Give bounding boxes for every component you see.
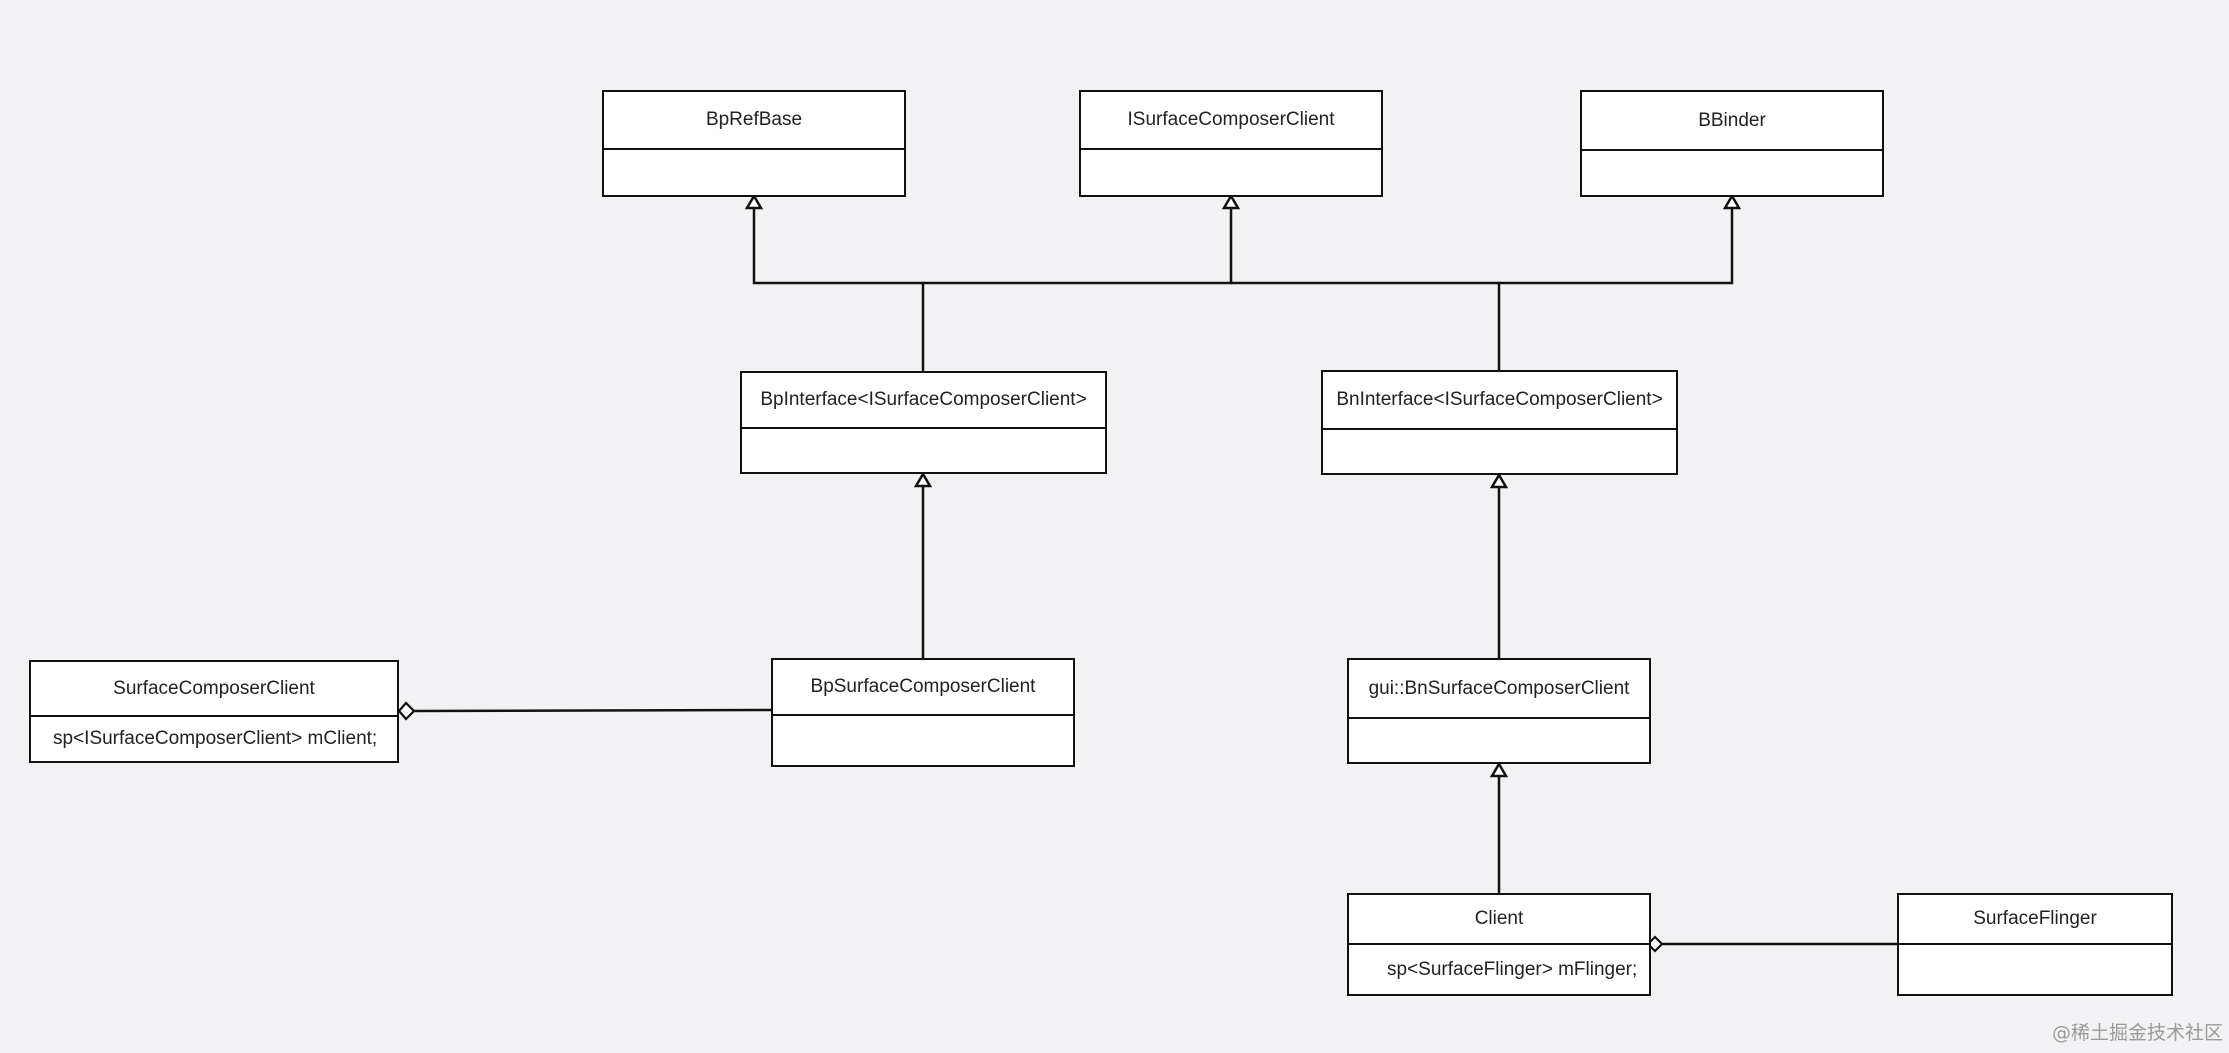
class-surfacecomposerclient[interactable]: SurfaceComposerClient sp<ISurfaceCompose… (29, 660, 399, 763)
generalization-arrowhead (1489, 761, 1509, 778)
class-name: BpRefBase (604, 92, 904, 150)
watermark: @稀土掘金技术社区 (2051, 1022, 2223, 1044)
class-name: BpInterface<ISurfaceComposerClient> (742, 373, 1105, 429)
class-name: ISurfaceComposerClient (1081, 92, 1381, 150)
class-attributes (1349, 719, 1649, 762)
edge-bninterface-to-bbinder (1499, 207, 1734, 285)
generalization-arrowhead (1722, 193, 1742, 210)
edge-bpinterface-to-isurfacecomposerclient (923, 207, 1233, 285)
class-attributes (1899, 945, 2171, 994)
class-attributes (604, 150, 904, 195)
class-isurfacecomposerclient[interactable]: ISurfaceComposerClient (1079, 90, 1383, 197)
aggregation-diamond (397, 701, 416, 721)
generalization-arrowhead (1489, 472, 1509, 489)
class-attributes (1582, 151, 1882, 195)
class-attributes: sp<SurfaceFlinger> mFlinger; (1387, 958, 1638, 980)
class-bbinder[interactable]: BBinder (1580, 90, 1884, 197)
class-bnsurfacecomposerclient[interactable]: gui::BnSurfaceComposerClient (1347, 658, 1651, 764)
edge-bninterface-to-isurfacecomposerclient (1231, 281, 1501, 371)
class-name: gui::BnSurfaceComposerClient (1349, 660, 1649, 719)
class-bprefbase[interactable]: BpRefBase (602, 90, 906, 197)
generalization-arrowhead (1221, 193, 1241, 210)
aggregation-diamond (1646, 935, 1664, 953)
class-attributes (1323, 430, 1676, 473)
class-surfaceflinger[interactable]: SurfaceFlinger (1897, 893, 2173, 996)
class-attributes (1081, 150, 1381, 195)
class-name: BnInterface<ISurfaceComposerClient> (1323, 372, 1676, 430)
class-attributes: sp<ISurfaceComposerClient> mClient; (53, 728, 378, 749)
class-bpsurfacecomposerclient[interactable]: BpSurfaceComposerClient (771, 658, 1075, 767)
class-name: Client (1349, 895, 1649, 945)
edge-bpinterface-to-bprefbase (752, 207, 925, 371)
generalization-arrowhead (913, 471, 933, 488)
class-name: BBinder (1582, 92, 1882, 151)
class-bpinterface[interactable]: BpInterface<ISurfaceComposerClient> (740, 371, 1107, 474)
class-name: SurfaceComposerClient (31, 662, 397, 717)
edge-surfacecomposerclient-aggregates-bpsurfacecomposerclient (413, 708, 772, 713)
class-attributes (742, 429, 1105, 472)
class-client[interactable]: Client sp<SurfaceFlinger> mFlinger; (1347, 893, 1651, 996)
class-name: BpSurfaceComposerClient (773, 660, 1073, 716)
class-bninterface[interactable]: BnInterface<ISurfaceComposerClient> (1321, 370, 1678, 475)
class-name: SurfaceFlinger (1899, 895, 2171, 945)
class-attributes (773, 716, 1073, 765)
generalization-arrowhead (744, 193, 764, 210)
